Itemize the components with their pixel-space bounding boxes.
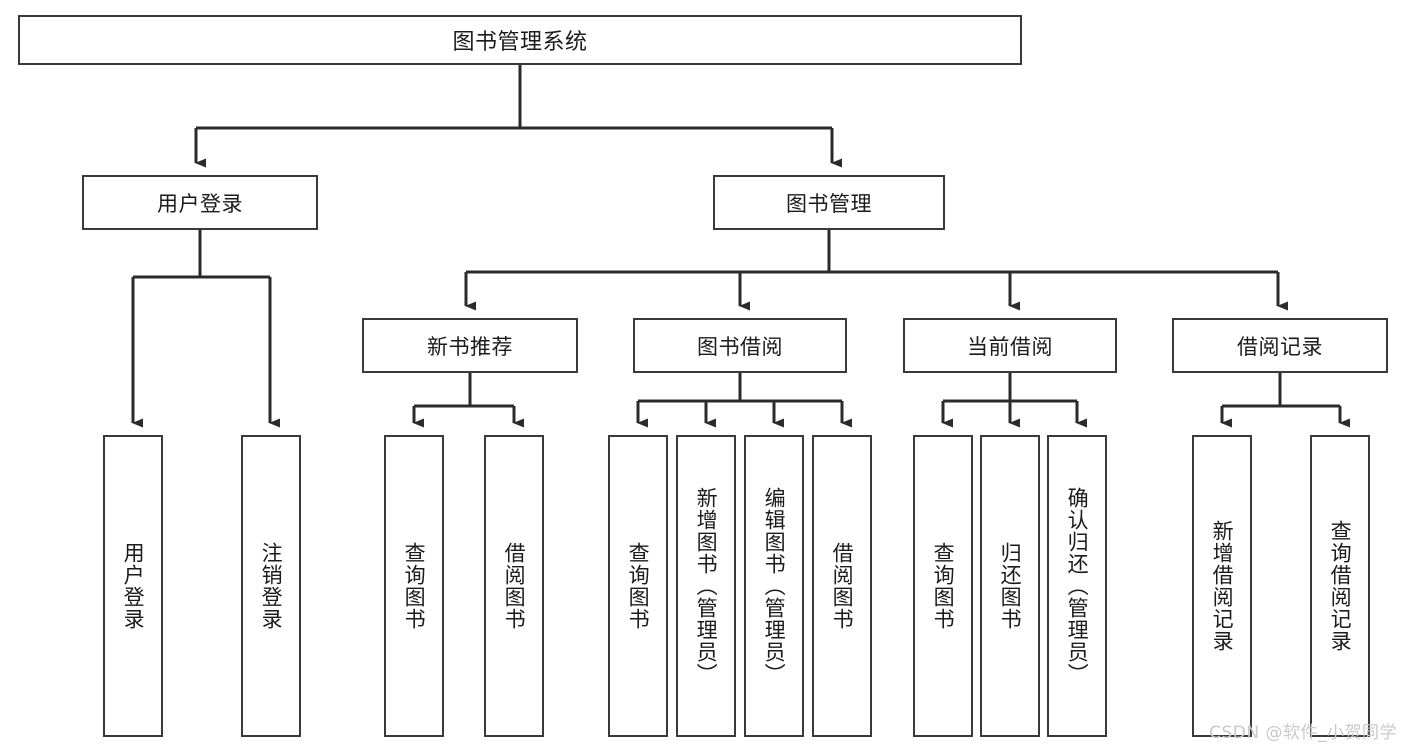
node-new-book-recommend[interactable]: 新书推荐: [362, 318, 578, 373]
node-label: 查询借阅记录: [1328, 520, 1353, 652]
node-label: 借阅图书: [502, 542, 527, 630]
leaf-borrow-book[interactable]: 借阅图书: [812, 435, 872, 737]
node-label: 新增借阅记录: [1210, 520, 1235, 652]
node-label: 注销登录: [259, 542, 284, 630]
leaf-confirm-return-admin[interactable]: 确认归还（管理员）: [1047, 435, 1107, 737]
leaf-add-borrow-record[interactable]: 新增借阅记录: [1192, 435, 1252, 737]
node-label: 查询图书: [402, 542, 427, 630]
leaf-add-book-admin[interactable]: 新增图书（管理员）: [676, 435, 736, 737]
node-current-borrow[interactable]: 当前借阅: [903, 318, 1117, 373]
node-label: 新增图书（管理员）: [694, 487, 719, 685]
node-borrow-records[interactable]: 借阅记录: [1172, 318, 1388, 373]
node-label: 借阅记录: [1237, 334, 1323, 359]
node-label: 用户登录: [157, 191, 243, 216]
leaf-logout[interactable]: 注销登录: [241, 435, 301, 737]
leaf-user-login[interactable]: 用户登录: [103, 435, 163, 737]
node-label: 图书管理系统: [452, 30, 588, 55]
node-book-borrow[interactable]: 图书借阅: [633, 318, 847, 373]
node-label: 图书借阅: [697, 334, 783, 359]
node-user-login[interactable]: 用户登录: [82, 175, 318, 230]
node-label: 查询图书: [626, 542, 651, 630]
node-label: 当前借阅: [967, 334, 1053, 359]
node-label: 归还图书: [998, 542, 1023, 630]
node-root-system[interactable]: 图书管理系统: [18, 15, 1022, 65]
node-book-management[interactable]: 图书管理: [713, 175, 945, 230]
node-label: 查询图书: [931, 542, 956, 630]
node-label: 新书推荐: [427, 334, 513, 359]
leaf-return-book[interactable]: 归还图书: [980, 435, 1040, 737]
leaf-query-book-recommend[interactable]: 查询图书: [384, 435, 444, 737]
leaf-edit-book-admin[interactable]: 编辑图书（管理员）: [744, 435, 804, 737]
leaf-query-book-borrow[interactable]: 查询图书: [608, 435, 668, 737]
node-label: 用户登录: [121, 542, 146, 630]
csdn-watermark: CSDN @软件_小贺同学: [1209, 723, 1397, 743]
leaf-query-book-current[interactable]: 查询图书: [913, 435, 973, 737]
node-label: 借阅图书: [830, 542, 855, 630]
node-label: 图书管理: [786, 191, 872, 216]
node-label: 确认归还（管理员）: [1065, 487, 1090, 685]
leaf-query-borrow-record[interactable]: 查询借阅记录: [1310, 435, 1370, 737]
leaf-borrow-book-recommend[interactable]: 借阅图书: [484, 435, 544, 737]
node-label: 编辑图书（管理员）: [762, 487, 787, 685]
